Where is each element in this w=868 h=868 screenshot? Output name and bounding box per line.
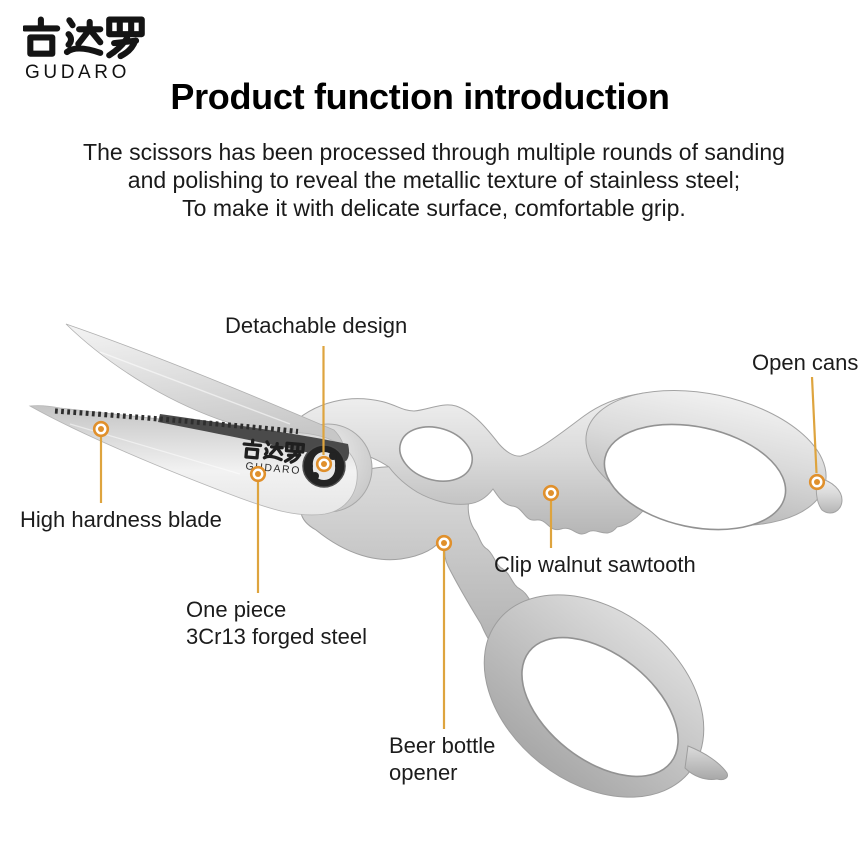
top-handle-hole — [603, 423, 787, 531]
callout-one-piece: One piece 3Cr13 forged steel — [186, 596, 367, 650]
description-line-3: To make it with delicate surface, comfor… — [182, 195, 686, 221]
callout-beer-bottle-line1: Beer bottle — [389, 733, 496, 758]
thumb-hole — [399, 426, 473, 482]
callout-one-piece-line2: 3Cr13 forged steel — [186, 624, 367, 649]
blade-serration — [54, 408, 299, 435]
high-hardness-dot — [92, 420, 110, 438]
callout-lines — [99, 346, 818, 729]
description-line-2: and polishing to reveal the metallic tex… — [127, 167, 741, 193]
brand-cjk-logo — [23, 16, 145, 60]
open-cans-dot — [808, 473, 826, 491]
callout-open-cans: Open cans — [752, 350, 859, 375]
brand-wordmark: GUDARO — [25, 62, 130, 83]
one-piece-dot — [249, 465, 267, 483]
beer-bottle-dot — [435, 534, 453, 552]
blade-gap-shadow — [158, 414, 350, 461]
callout-beer-bottle-line2: opener — [389, 760, 458, 785]
callout-detachable-design: Detachable design — [225, 313, 408, 338]
bottom-handle-hole — [521, 636, 679, 778]
detachable-dot — [315, 455, 333, 473]
callout-clip-walnut-sawtooth: Clip walnut sawtooth — [494, 552, 696, 577]
open-cans-line — [810, 376, 818, 474]
page-title: Product function introduction — [170, 76, 670, 117]
clip-walnut-dot — [542, 484, 560, 502]
callout-high-hardness-blade: High hardness blade — [20, 507, 222, 532]
description-line-1: The scissors has been processed through … — [83, 139, 785, 165]
callout-dots — [92, 420, 826, 552]
upper-blade-sheen — [99, 351, 291, 425]
bottom-handle-tip — [684, 745, 728, 781]
callout-one-piece-line1: One piece — [186, 597, 287, 622]
callout-beer-bottle-opener: Beer bottle opener — [389, 732, 495, 786]
